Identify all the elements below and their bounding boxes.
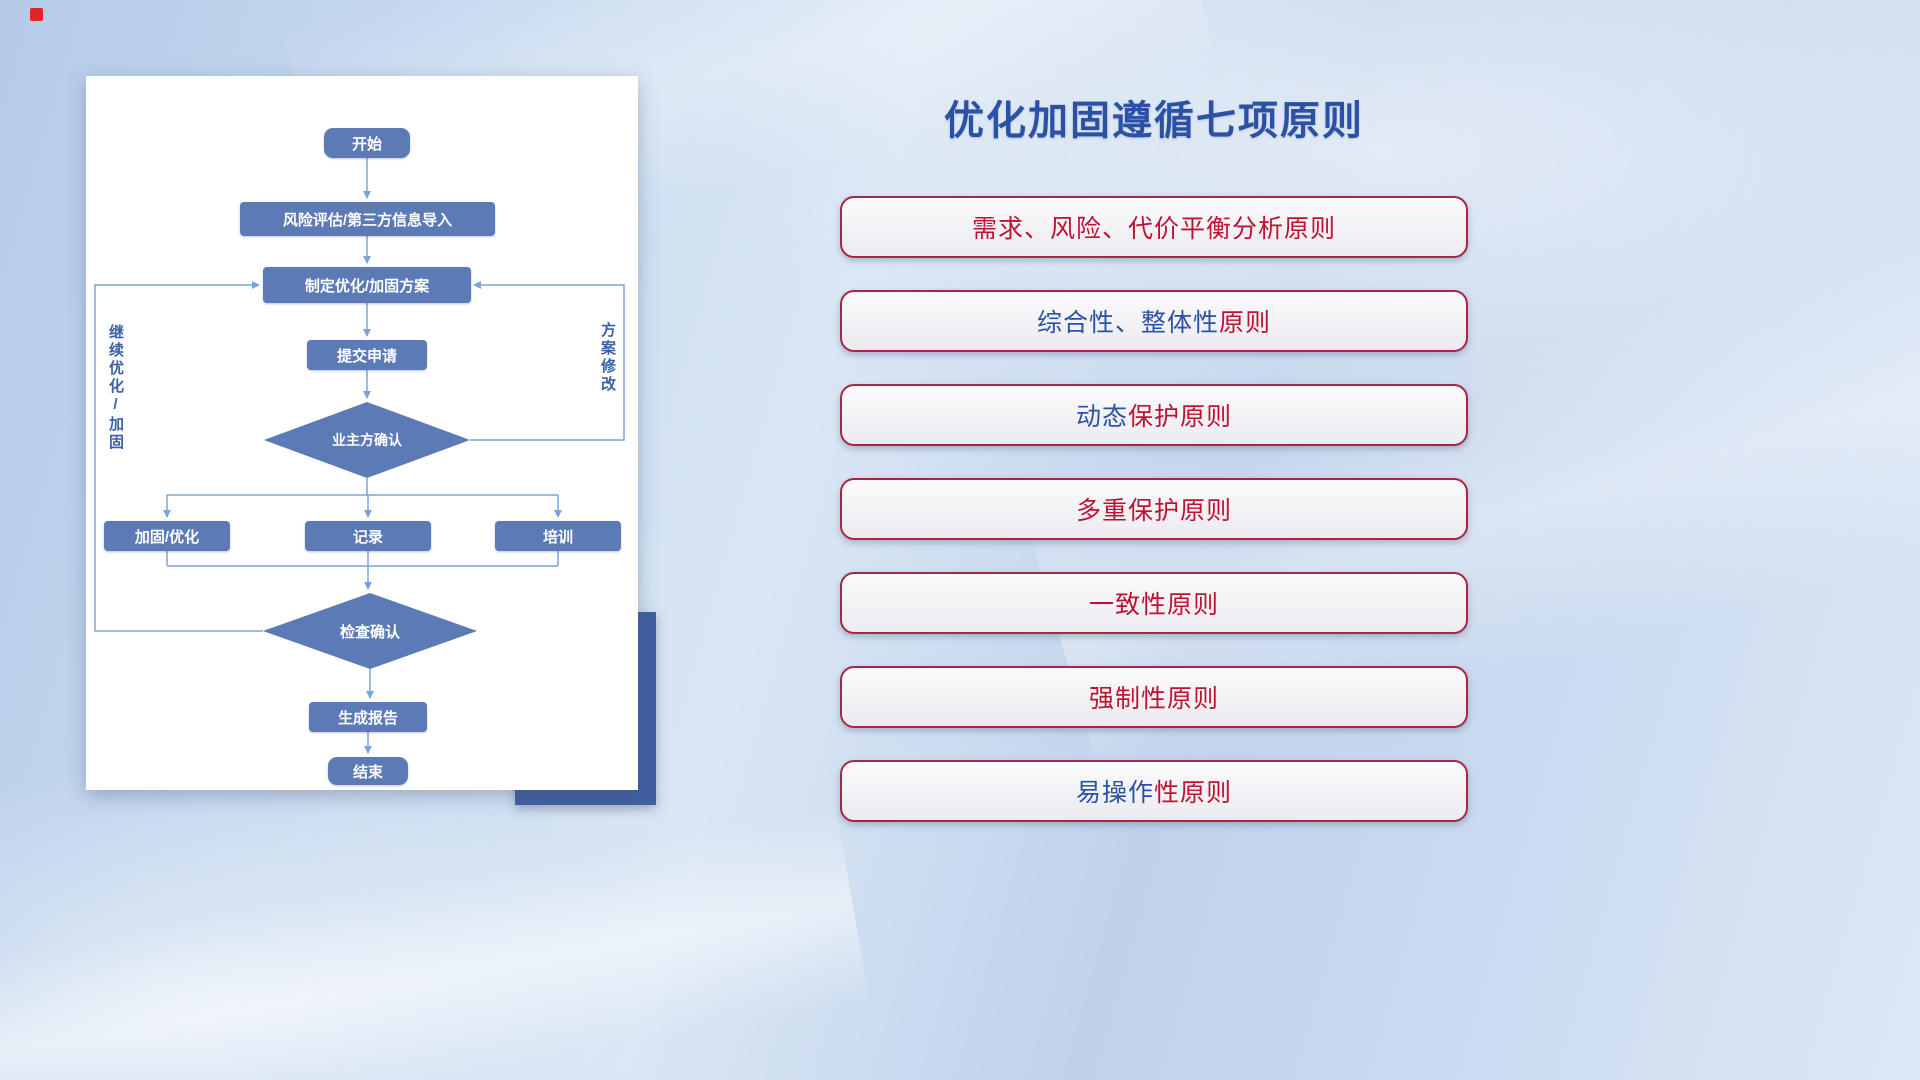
loop-label-plan-revise: 方案修改 (599, 322, 616, 394)
flow-node-risk-import: 风险评估/第三方信息导入 (240, 202, 495, 236)
flow-node-train: 培训 (495, 521, 621, 551)
principle-text: 动态 (1075, 403, 1128, 431)
principle-text: 一致性原则 (1088, 591, 1219, 619)
principle-text: 性原则 (1154, 779, 1233, 807)
flow-node-report: 生成报告 (309, 702, 427, 732)
principle-text: 易操作 (1075, 779, 1154, 807)
principle-item-5: 一致性原则 (840, 572, 1468, 634)
flow-node-harden-optimize: 加固/优化 (104, 521, 230, 551)
principle-item-1: 需求、风险、代价平衡分析原则 (840, 196, 1468, 258)
principle-item-3: 动态 保护原则 (840, 384, 1468, 446)
principle-text: 综合性、整体性 (1036, 309, 1219, 337)
principle-text: 需求、风险、代价平衡分析原则 (971, 215, 1336, 243)
principle-text: 原则 (1219, 309, 1272, 337)
record-dot (30, 8, 43, 21)
loop-label-continue-optimize: 继续优化/加固 (107, 324, 124, 452)
principle-text: 保护原则 (1128, 403, 1233, 431)
flowchart-connectors (94, 158, 625, 754)
page-title: 优化加固遵循七项原则 (944, 99, 1364, 143)
flow-node-submit: 提交申请 (307, 340, 427, 370)
flow-node-end: 结束 (328, 757, 408, 785)
flow-node-make-plan: 制定优化/加固方案 (263, 267, 471, 303)
principle-item-6: 强制性原则 (840, 666, 1468, 728)
principle-item-2: 综合性、整体性 原则 (840, 290, 1468, 352)
principle-text: 强制性原则 (1088, 685, 1219, 713)
flow-node-start: 开始 (324, 128, 410, 158)
flowchart-panel: 开始 风险评估/第三方信息导入 制定优化/加固方案 提交申请 业主方确认 加固/… (86, 76, 638, 790)
principle-text: 多重保护原则 (1075, 497, 1232, 525)
principles-list: 需求、风险、代价平衡分析原则 综合性、整体性 原则 动态 保护原则 多重保护原则… (840, 196, 1468, 822)
background-streak (0, 804, 870, 1080)
principle-item-4: 多重保护原则 (840, 478, 1468, 540)
flow-node-record: 记录 (305, 521, 431, 551)
principle-item-7: 易操作 性原则 (840, 760, 1468, 822)
